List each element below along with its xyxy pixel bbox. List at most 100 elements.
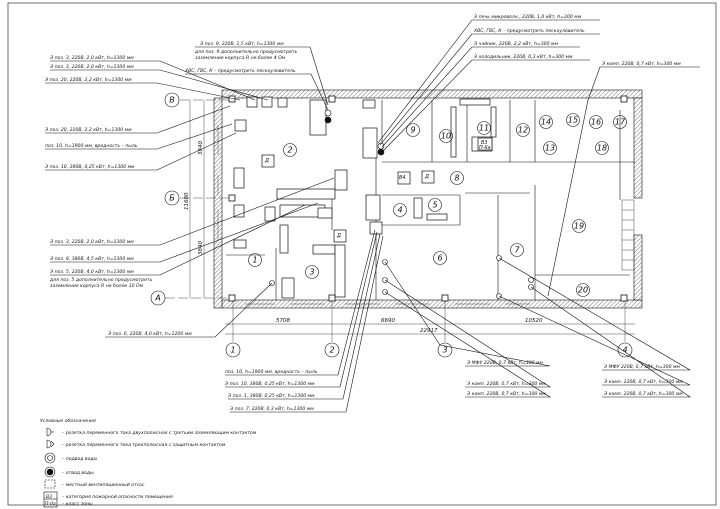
room-number: 2 (287, 146, 292, 155)
staircase (621, 199, 635, 271)
room-number: 9 (410, 126, 415, 135)
room-number: 13 (545, 144, 555, 153)
callout-label: Э поз. 3, 220В, 2,0 кВт, h=1300 мм (49, 64, 134, 70)
callout-label: Э печь микроволн., 220В, 1,0 кВт, h=300 … (473, 14, 582, 20)
callout-label: Э комп. 220В, 0,7 кВт, h=300 мм (603, 391, 683, 397)
legend-item: – местный вентиляционный отсос (62, 482, 145, 488)
room-number: 14 (541, 118, 551, 127)
room-number-circle (305, 265, 319, 279)
callout-label: Э поз. 7, 220В, 0,3 кВт, h=1300 мм (229, 406, 314, 412)
callout-label: Э поз. 20, 220В, 2,2 кВт, h=1300 мм (44, 77, 132, 83)
room-number: 3 (309, 268, 314, 277)
callout-label: Э поз. 8, 380В, 4,5 кВт, h=1300 мм (49, 256, 134, 262)
category-badges: Д Д Д В4 В3П-IIа (261, 137, 493, 243)
room-number: 12 (518, 126, 528, 135)
room-number-circle (516, 123, 530, 137)
room-number: 20 (578, 286, 588, 295)
callout-label: Э МФУ 220В, 0,7 кВт, h=300 мм (603, 364, 680, 370)
callout-label: поз. 10, h=1900 мм, вредность – пыль (45, 143, 138, 149)
room-number-circle (539, 115, 553, 129)
callout-label: Э чайник, 220В, 2,2 кВт, h=300 мм (473, 41, 558, 47)
legend: Условные обозначения В3 П-IIа – розетка … (40, 418, 257, 508)
room-number-circle (450, 171, 464, 185)
sheet-frame (7, 2, 717, 506)
axis-label: А (154, 294, 160, 303)
callout-label: Э поз. 5, 220В, 4,0 кВт, h=1300 мм (49, 269, 134, 275)
room-number: 7 (514, 246, 520, 255)
room-number: 5 (432, 201, 437, 210)
axis-label: 3 (442, 346, 447, 355)
dimension-lines: 5708 6690 10520 22917 3840 11680 3840 (184, 100, 635, 335)
room-number: 11 (479, 124, 489, 133)
label: 22917 (420, 328, 438, 334)
callout-label: Э комп. 220В, 0,7 кВт, h=300 мм (466, 391, 546, 397)
room-number-circle (566, 113, 580, 127)
legend-item: – класс зоны (62, 502, 93, 507)
label: 6690 (381, 318, 395, 324)
callout-label: для поз. 5 дополнительно предусмотреть (49, 277, 153, 283)
windows (217, 125, 530, 305)
legend-item: – розетка переменного тока трехполюсная … (62, 443, 226, 448)
legend-item: – отвод воды (62, 471, 94, 476)
room-number-circle (428, 198, 442, 212)
callout-label: Э поз. 9, 220В, 1,5 кВт, h=1300 мм (199, 41, 284, 47)
leader-lines (45, 19, 700, 413)
room-number: 4 (397, 206, 402, 215)
room-number: 10 (441, 132, 451, 141)
room-number-circle (510, 243, 524, 257)
callout-label: заземление корпуса R не более 4 Ом (195, 55, 286, 61)
label: В4 (399, 175, 406, 181)
label: Д (264, 158, 269, 164)
room-number-circle (393, 203, 407, 217)
grid-axes: В Б А 1 2 3 4 (150, 92, 633, 358)
axis-label: В (169, 96, 175, 105)
callout-label: Э холодильник, 220В, 0,3 кВт, h=300 мм (473, 54, 573, 60)
room-number-circle (248, 253, 262, 267)
room-number-circle (576, 283, 590, 297)
callout-label: поз. 10, h=1900 мм, вредность – пыль (225, 369, 318, 375)
legend-title: Условные обозначения (40, 418, 96, 424)
callout-label: ХВС, ГВС, К – предусмотреть пескоуловите… (473, 28, 585, 34)
room-number-circle (589, 115, 603, 129)
room-number: 6 (437, 254, 442, 263)
room-number-circle (433, 251, 447, 265)
callout-label: Э МФУ 220В, 0,7 кВт, h=300 мм (466, 360, 543, 366)
callout-labels: Э поз. 3, 220В, 2,0 кВт, h=1300 мм Э поз.… (44, 14, 683, 412)
axis-label: 4 (622, 346, 627, 355)
room-number-circle (543, 141, 557, 155)
label: Д (336, 233, 341, 239)
room-number: 16 (591, 118, 601, 127)
room-number-circle (406, 123, 420, 137)
label: Д (424, 174, 429, 180)
label: 10520 (525, 318, 543, 324)
room-number-circle (572, 219, 586, 233)
room-number-circle (439, 129, 453, 143)
room-number: 18 (597, 144, 607, 153)
label: В3 (481, 140, 488, 146)
room-number: 15 (568, 116, 578, 125)
room-number: 8 (454, 174, 459, 183)
room-number-circle (613, 115, 627, 129)
room-number: 1 (252, 256, 257, 265)
callout-label: Э поз. 3, 220В, 2,0 кВт, h=1300 мм (49, 55, 134, 61)
callout-label: Э комп. 220В, 0,7 кВт, h=300 мм (466, 381, 546, 387)
room-number-circle (595, 141, 609, 155)
callout-label: Э поз. 10, 380В, 0,25 кВт, h=1300 мм (44, 164, 135, 170)
label: П-IIа (479, 145, 491, 151)
callout-label: Э поз. 3, 220В, 2,0 кВт, h=1300 мм (49, 239, 134, 245)
callout-label: ХВС, ГВС, К – предусмотреть пескоуловите… (184, 68, 296, 74)
label: 11680 (184, 192, 190, 210)
columns (228, 95, 628, 302)
legend-badge-bottom: П-IIа (45, 501, 56, 507)
label: 5708 (276, 318, 290, 324)
legend-item: – подвод воды (62, 457, 98, 462)
equipment (233, 96, 497, 299)
axis-label: 2 (329, 346, 334, 355)
label: 3840 (198, 141, 204, 155)
callout-label: заземление корпуса R не более 10 Ом (50, 283, 144, 289)
room-number-circle (477, 121, 491, 135)
callout-label: Э комп. 220В, 0,7 кВт, h=300 мм (603, 379, 683, 385)
callout-label: Э комп. 220В, 0,7 кВт, h=300 мм (601, 61, 681, 67)
